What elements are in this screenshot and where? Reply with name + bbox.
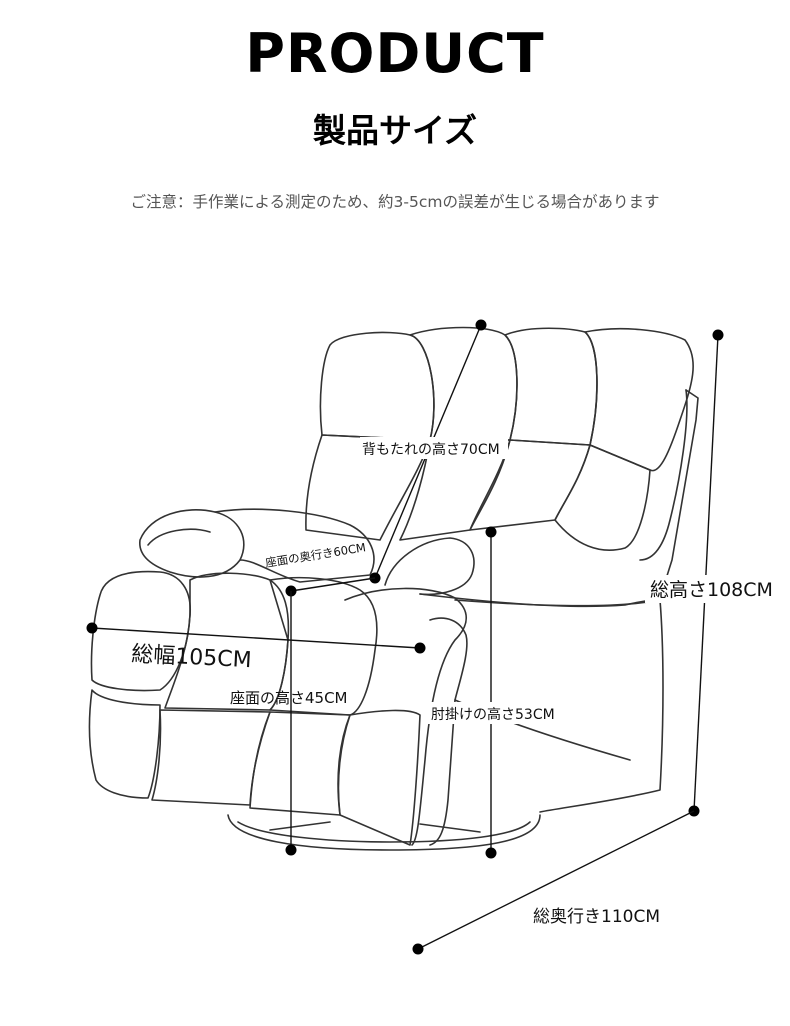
seat-depth-label: 座面の奥行き60CM [264,540,367,570]
measurement-notice: ご注意：手作業による測定のため、約3-5cmの誤差が生じる場合があります [130,193,660,211]
seat-depth-line [290,577,376,592]
dimension-point [412,943,424,955]
total-depth-line [417,810,695,950]
dimension-point [712,329,724,341]
dimension-lines [86,319,724,955]
dimension-point [485,847,497,859]
seat-height-label: 座面の高さ45CM [230,689,348,707]
page-subtitle: 製品サイズ [312,111,477,150]
dimension-point [475,319,487,331]
dimension-point [414,642,426,654]
total-width-line [91,627,421,649]
recliner-chair-illustration [88,326,699,851]
backrest-height-label: 背もたれの高さ70CM [362,441,500,458]
dimension-point [86,622,98,634]
total-height-label: 総高さ108CM [650,579,773,601]
page-title: PRODUCT [245,22,545,85]
dimension-point [285,844,297,856]
total-height-line [693,334,719,812]
total-width-label: 総幅105CM [131,642,252,673]
total-depth-label: 総奥行き110CM [533,907,660,927]
dimension-point [485,526,497,538]
armrest-height-label: 肘掛けの高さ53CM [431,706,555,723]
